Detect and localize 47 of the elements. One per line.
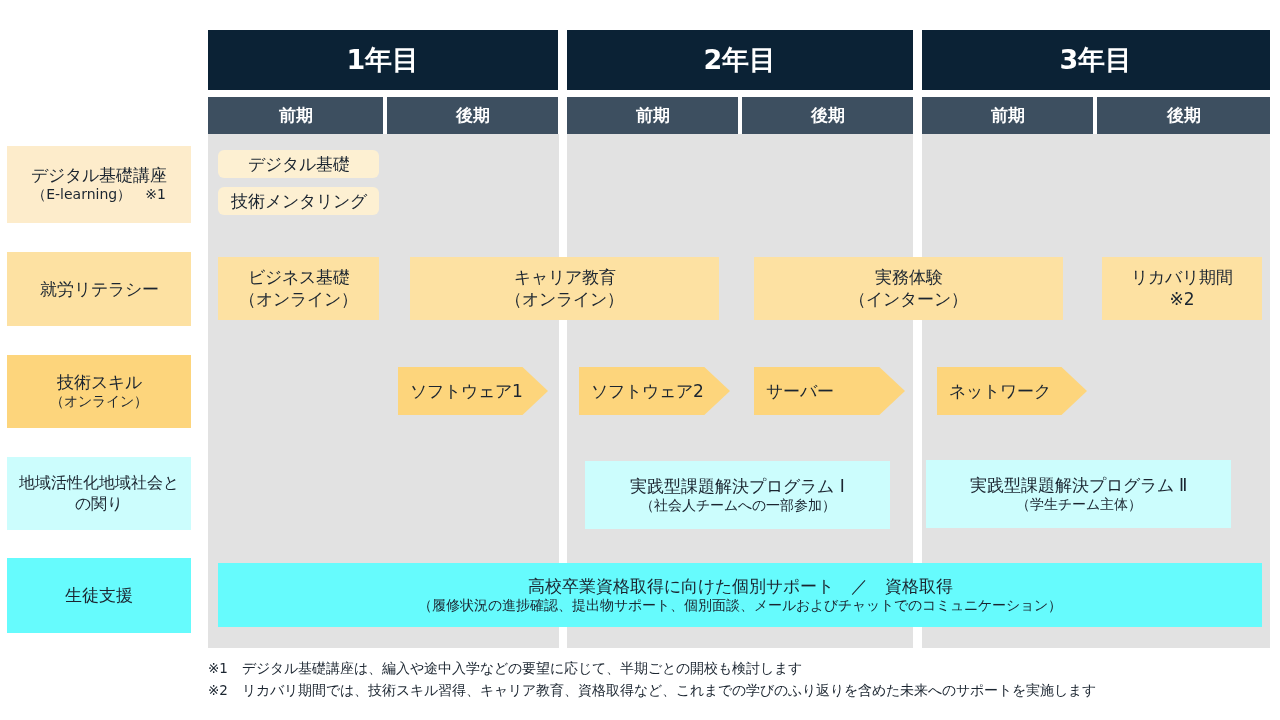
- box-subtitle: （オンライン）: [50, 393, 148, 411]
- category-box: 生徒支援: [7, 558, 191, 633]
- category-box: 地域活性化地域社会との関り: [7, 457, 191, 530]
- box-subtitle: （社会人チームへの一部参加）: [639, 496, 836, 515]
- box-title: ビジネス基礎: [247, 267, 350, 289]
- box-subtitle: （E-learning） ※1: [32, 186, 166, 204]
- box-title: リカバリ期間: [1131, 267, 1233, 289]
- course-box: 技術メンタリング: [218, 187, 379, 215]
- chevron-box: ソフトウェア2: [579, 367, 730, 415]
- box-title: 実践型課題解決プログラム Ⅱ: [969, 474, 1188, 496]
- footnote: ※2 リカバリ期間では、技術スキル習得、キャリア教育、資格取得など、これまでの学びのふり返りを含めた未来へのサポートを実施します: [208, 682, 1096, 700]
- chevron-box: サーバー: [754, 367, 905, 415]
- support-box: [218, 563, 1262, 627]
- course-box: [218, 257, 379, 320]
- box-title: キャリア教育: [513, 267, 616, 289]
- category-box: 就労リテラシー: [7, 252, 191, 326]
- box-title: 実践型課題解決プログラム Ⅰ: [630, 475, 845, 497]
- category-box: [7, 355, 191, 428]
- program-box: [926, 460, 1231, 528]
- box-subtitle: （インターン）: [849, 288, 968, 310]
- box-subtitle: （オンライン）: [239, 288, 358, 310]
- course-box: [410, 257, 719, 320]
- year-header: 2年目: [567, 30, 913, 90]
- term-header: 前期: [208, 97, 383, 134]
- term-header: 後期: [387, 97, 558, 134]
- box-subtitle: ※2: [1169, 288, 1195, 310]
- footnote: ※1 デジタル基礎講座は、編入や途中入学などの要望に応じて、半期ごとの開校も検討します: [208, 660, 802, 678]
- term-header: 前期: [567, 97, 738, 134]
- box-title: デジタル基礎講座: [31, 165, 167, 187]
- box-subtitle: （履修状況の進捗確認、提出物サポート、個別面談、メールおよびチャットでのコミュニケーション）: [418, 596, 1062, 615]
- course-box: デジタル基礎: [218, 150, 379, 178]
- term-header: 後期: [742, 97, 913, 134]
- course-box: [1102, 257, 1262, 320]
- program-box: [585, 461, 890, 529]
- chevron-box: ソフトウェア1: [398, 367, 548, 415]
- term-header: 前期: [922, 97, 1093, 134]
- year-header: 3年目: [922, 30, 1270, 90]
- course-box: [754, 257, 1063, 320]
- term-header: 後期: [1097, 97, 1270, 134]
- box-title: 技術スキル: [56, 372, 142, 394]
- chevron-box: ネットワーク: [937, 367, 1087, 415]
- box-subtitle: （学生チーム主体）: [1015, 495, 1142, 514]
- box-title: 高校卒業資格取得に向けた個別サポート ／ 資格取得: [527, 575, 953, 597]
- box-title: 実務体験: [874, 267, 943, 289]
- box-subtitle: （オンライン）: [505, 288, 624, 310]
- year-header: 1年目: [208, 30, 558, 90]
- category-box: [7, 146, 191, 223]
